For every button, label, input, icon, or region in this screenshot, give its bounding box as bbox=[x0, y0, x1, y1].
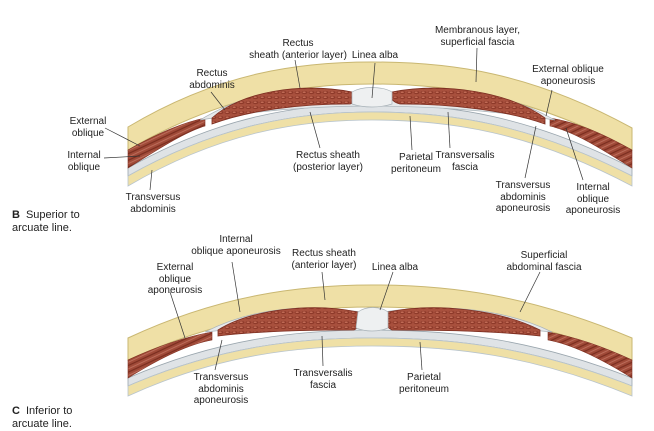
label-b-rectus-abdominis: Rectus abdominis bbox=[189, 68, 235, 91]
panel-c-cross-section bbox=[127, 284, 633, 397]
label-b-parietal-peritoneum: Parietal peritoneum bbox=[390, 152, 442, 175]
label-b-internal-oblique: Internal oblique bbox=[67, 150, 101, 173]
label-c-rectus-sheath-anterior: Rectus sheath (anterior layer) bbox=[291, 248, 357, 271]
panel-c-peritoneum bbox=[127, 337, 633, 397]
panel-c-linea-alba bbox=[355, 307, 389, 332]
label-c-linea-alba: Linea alba bbox=[371, 262, 419, 273]
label-b-transversus-aponeurosis: Transversus abdominis aponeurosis bbox=[495, 180, 551, 214]
label-b-external-oblique: External oblique bbox=[69, 116, 107, 139]
panel-b-left-flank-muscles bbox=[127, 117, 206, 169]
label-b-transversus-abdominis: Transversus abdominis bbox=[125, 192, 181, 215]
panel-b-right-flank-muscles bbox=[549, 117, 633, 169]
caption-b-letter: B bbox=[12, 209, 20, 221]
label-b-linea-alba: Linea alba bbox=[351, 50, 399, 61]
panel-c-right-flank-muscles bbox=[547, 331, 633, 379]
panel-b-rectus-abdominis-right bbox=[390, 87, 546, 125]
label-b-internal-oblique-aponeurosis: Internal oblique aponeurosis bbox=[565, 182, 621, 216]
label-c-external-oblique-aponeurosis: External oblique aponeurosis bbox=[147, 262, 203, 296]
label-b-external-oblique-aponeurosis: External oblique aponeurosis bbox=[532, 64, 604, 87]
panel-b-cross-section bbox=[127, 61, 633, 187]
label-c-superficial-fascia: Superficial abdominal fascia bbox=[506, 250, 582, 273]
label-c-internal-oblique-aponeurosis: Internal oblique aponeurosis bbox=[191, 234, 281, 257]
label-c-transversus-aponeurosis: Transversus abdominis aponeurosis bbox=[193, 372, 249, 406]
caption-b-text: Superior to arcuate line. bbox=[12, 209, 80, 234]
label-b-rectus-sheath-posterior: Rectus sheath (posterior layer) bbox=[292, 150, 364, 173]
panel-b-peritoneum bbox=[127, 111, 633, 187]
label-b-transversalis-fascia: Transversalis fascia bbox=[435, 150, 495, 173]
panel-c-left-flank-muscles bbox=[127, 331, 213, 379]
label-b-rectus-sheath-anterior: Rectus sheath (anterior layer) bbox=[249, 38, 347, 61]
caption-c-letter: C bbox=[12, 405, 20, 417]
leader-lines bbox=[103, 47, 584, 371]
label-c-parietal-peritoneum: Parietal peritoneum bbox=[398, 372, 450, 395]
label-c-transversalis-fascia: Transversalis fascia bbox=[293, 368, 353, 391]
label-b-membranous-layer: Membranous layer, superficial fascia bbox=[434, 25, 521, 48]
caption-c-text: Inferior to arcuate line. bbox=[12, 405, 73, 430]
